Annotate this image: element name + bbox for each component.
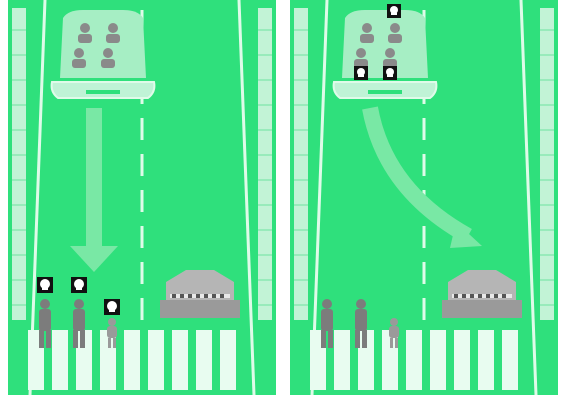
skull-icon [387,4,401,18]
skull-icon [354,66,368,80]
right-side-barrier [258,8,272,320]
skull-icon [383,66,397,80]
right-side-barrier [540,8,554,320]
crosswalk [28,330,236,390]
scenario-panel-swerve[interactable] [290,0,558,395]
left-side-barrier [294,8,308,320]
crosswalk [310,330,518,390]
autonomous-car [52,10,155,98]
scenario-panel-stay[interactable] [8,0,276,395]
skull-icon [71,277,87,293]
skull-icon [37,277,53,293]
autonomous-car [334,4,437,98]
scenario-scene [8,0,276,395]
scenario-scene [290,0,558,395]
skull-icon [104,299,120,315]
left-side-barrier [12,8,26,320]
